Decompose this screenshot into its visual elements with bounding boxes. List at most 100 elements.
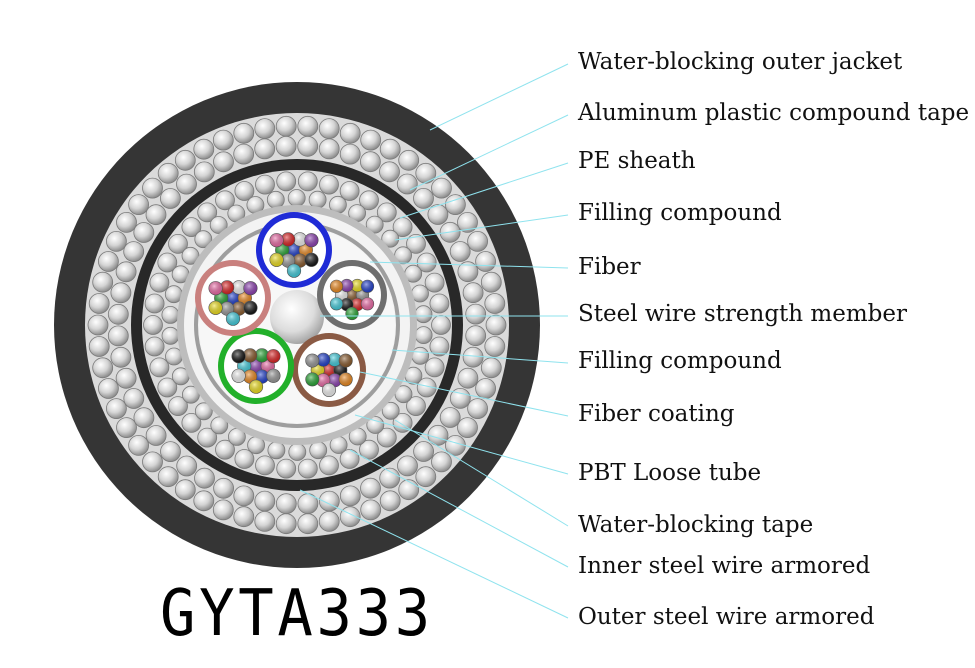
outer-steel-wire <box>398 149 420 171</box>
fiber-coating <box>293 232 307 247</box>
outer-steel-wire <box>194 467 215 489</box>
inner-steel-wire <box>168 396 188 417</box>
fiber-coating <box>243 369 257 384</box>
outer-steel-wire <box>174 479 196 501</box>
leader-line-11 <box>299 489 569 619</box>
inner-steel-wire <box>181 217 202 238</box>
fiber-coating <box>316 353 330 367</box>
outer-steel-wire <box>133 407 155 429</box>
inner-steel-wire <box>297 171 318 192</box>
outer-steel-wire <box>212 129 234 151</box>
inner-steel-wire <box>157 377 178 398</box>
fiber-coating <box>231 349 246 364</box>
outer-steel-wire <box>116 417 137 439</box>
inner-steel-wire <box>414 326 433 345</box>
leader-line-0 <box>429 63 569 131</box>
outer-steel-wire <box>484 293 506 314</box>
loose-tube-brown <box>292 333 366 407</box>
outer-steel-wire <box>457 261 479 283</box>
fiber-coating <box>305 372 319 387</box>
fiber-coating <box>243 281 258 296</box>
fiber-coating <box>328 353 342 367</box>
inner-steel-wire <box>276 458 297 479</box>
leader-line-6 <box>391 349 569 364</box>
outer-steel-wire <box>159 188 181 209</box>
inner-steel-wire <box>414 305 433 324</box>
outer-steel-wire <box>462 346 484 368</box>
outer-steel-wire <box>233 143 255 165</box>
outer-steel-wire <box>128 434 150 456</box>
inner-steel-wire <box>144 336 165 357</box>
outer-steel-wire <box>176 455 198 477</box>
inner-steel-wire <box>319 455 339 476</box>
outer-steel-wire <box>116 211 137 233</box>
leader-lines <box>299 63 569 619</box>
inner-steel-wire <box>234 449 255 469</box>
outer-steel-wire <box>88 293 110 314</box>
inner-steel-wire <box>149 272 170 293</box>
fiber-coating <box>287 243 301 257</box>
inner-steel-wire <box>181 412 202 433</box>
label-inner-steel-wire-armored: Inner steel wire armored <box>578 553 871 579</box>
outer-steel-wire <box>457 417 478 439</box>
inner-steel-wire <box>143 315 163 335</box>
loose-tube-green <box>218 328 294 404</box>
inner-steel-wire <box>234 181 255 201</box>
fiber-coating <box>243 348 257 363</box>
outer-steel-wire <box>110 282 132 304</box>
fiber-coating <box>330 297 343 311</box>
outer-steel-wire <box>233 122 255 144</box>
fiber-coating <box>255 348 269 363</box>
outer-steel-wire <box>254 511 276 532</box>
label-aluminum-plastic-compound-tape: Aluminum plastic compound tape <box>578 100 970 126</box>
inner-steel-wire <box>309 441 328 460</box>
steel-wire-strength-member <box>270 290 324 344</box>
outer-steel-wires <box>87 115 507 535</box>
outer-steel-wire <box>339 506 361 528</box>
leader-line-2 <box>399 162 569 219</box>
inner-steel-wire <box>215 439 235 460</box>
outer-steel-wire <box>142 177 163 199</box>
fiber-coating <box>361 297 374 311</box>
fiber-coating <box>322 363 336 377</box>
fiber-coating <box>226 291 240 305</box>
fiber-coating <box>287 263 301 278</box>
outer-steel-wire <box>106 230 127 252</box>
inner-steel-wire <box>431 315 451 335</box>
fiber-coating <box>339 353 353 368</box>
fiber-coating <box>281 232 295 247</box>
outer-steel-wire <box>233 485 255 507</box>
fiber-coating <box>208 301 223 315</box>
leader-line-1 <box>409 114 569 191</box>
outer-steel-wire <box>297 115 319 137</box>
outer-steel-wire <box>92 271 114 293</box>
outer-steel-wire <box>360 129 382 151</box>
inner-steel-wire <box>157 252 178 273</box>
outer-steel-wire <box>145 425 167 446</box>
outer-steel-wire <box>107 325 129 347</box>
inner-steel-wire <box>359 190 379 211</box>
outer-steel-wire <box>467 230 489 252</box>
label-outer-steel-wire-armored: Outer steel wire armored <box>578 604 875 630</box>
inner-steel-wire <box>161 305 180 324</box>
outer-steel-wire <box>213 151 234 173</box>
inner-steel-wire <box>161 326 180 345</box>
outer-steel-wire <box>107 303 129 325</box>
model-title: GYTA333 <box>160 577 434 651</box>
fiber-coating <box>322 383 336 397</box>
leader-line-9 <box>394 419 569 527</box>
outer-steel-wire <box>397 455 418 477</box>
outer-steel-wire <box>467 398 489 420</box>
inner-steel-wire <box>288 443 307 461</box>
outer-steel-wire <box>174 149 196 171</box>
inner-steel-wire <box>149 357 170 378</box>
outer-steel-wire <box>339 143 361 165</box>
outer-steel-wire <box>133 222 155 243</box>
inner-steel-wire <box>255 174 275 195</box>
outer-steel-wire <box>339 485 361 507</box>
outer-steel-wire <box>160 441 181 463</box>
outer-steel-wire <box>110 346 132 368</box>
outer-steel-wire <box>413 187 434 209</box>
outer-steel-wire <box>449 241 471 262</box>
